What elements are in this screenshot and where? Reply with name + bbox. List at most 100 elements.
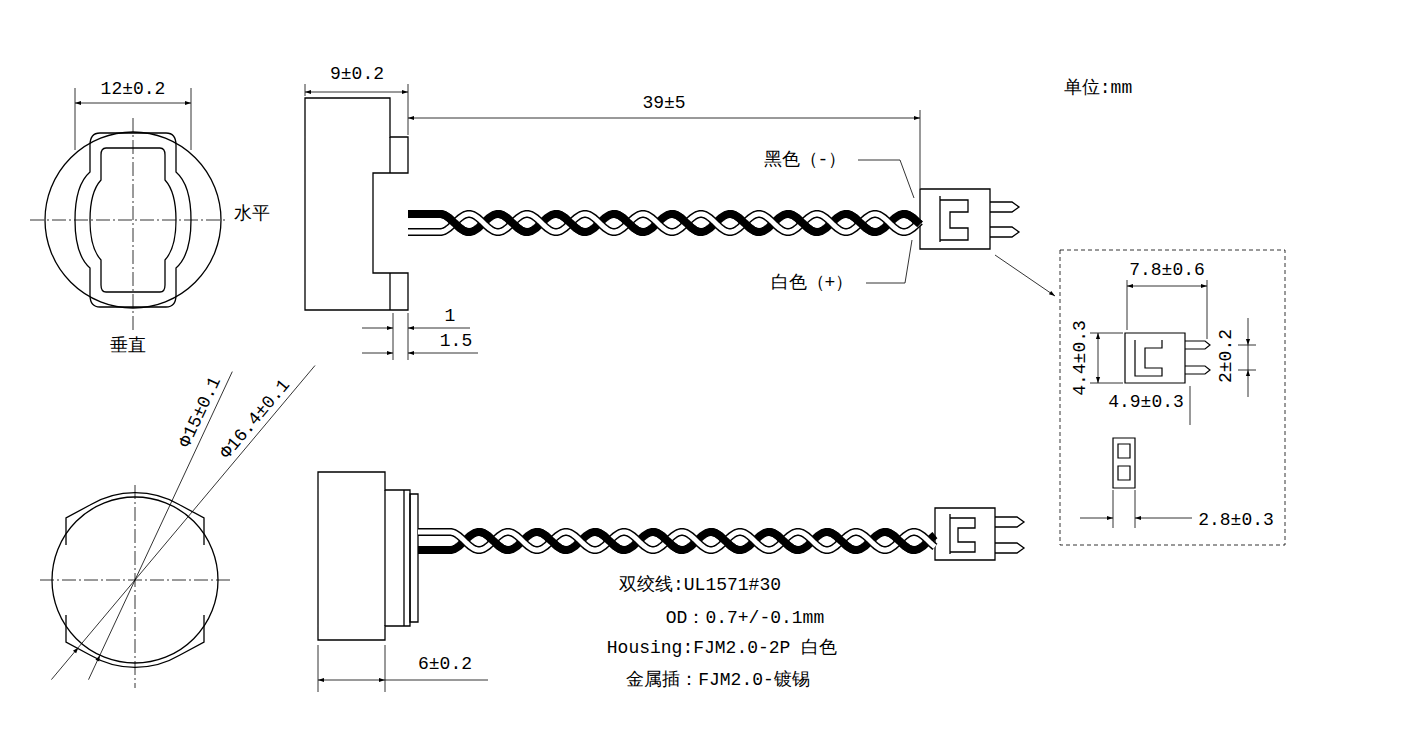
front-view-bottom [66,493,204,545]
white-wire [408,214,920,232]
dimension-line [1238,345,1256,346]
buzzer-side-view [403,490,404,626]
dimension-line [1080,518,1113,519]
front-view-bottom [66,615,204,667]
dimension-line [1098,333,1099,383]
detail-frame [1060,250,1285,545]
dimension-label: 黑色（-） [764,150,847,170]
diameter-leader [51,647,78,679]
dimension-line [362,328,393,329]
black-wire [730,214,759,232]
connector-detail [1135,340,1162,376]
connector-detail [1118,466,1130,480]
spec-note: 双绞线:UL1571#30 [619,575,781,595]
dimension-label: 4.9±0.3 [1108,392,1184,412]
black-wire [556,214,585,232]
leader-line [995,255,1055,296]
diameter-leader [78,366,315,648]
dimension-line [318,645,319,692]
dimension-label: 垂直 [110,336,146,356]
wire-connector [950,514,975,554]
dimension-line [1090,383,1123,384]
dimension-label: 6±0.2 [418,654,472,674]
dimension-line [75,84,920,692]
dimension-line [920,110,921,188]
dimension-label: 1 [445,306,456,326]
black-wire [595,532,624,550]
black-wire [408,214,920,232]
wire-connector [920,189,1019,249]
black-wire [440,214,469,232]
dimension-line [305,92,408,93]
dimension-label: 1.5 [440,331,472,351]
center-line [30,220,226,221]
buzzer-side-view [305,98,408,310]
dimension-label: Φ15±0.1 [175,374,225,451]
dimension-line [191,88,192,150]
white-wire [418,532,935,550]
dimension-line [1190,386,1191,425]
connector-detail [1113,438,1135,488]
dimension-label: 4.4±0.3 [1070,320,1090,396]
dimension-label: 白色（+） [771,273,854,293]
dimension-line [1127,280,1128,330]
black-wire [498,214,527,232]
black-wire [479,532,508,550]
black-wire [846,214,875,232]
dimension-line [318,680,385,681]
center-line [135,485,136,688]
dimension-line [385,680,488,681]
wire-connector [995,517,1024,553]
black-wire [537,532,566,550]
spec-note: Housing:FJM2.0-2P 白色 [607,638,837,658]
center-line [30,118,230,688]
buzzer-side-view [389,137,390,173]
leader-line [866,240,912,283]
black-wire [885,532,914,550]
wire-connector [920,189,990,249]
buzzer-side-view [318,472,418,640]
white-wire-outline [408,214,920,232]
buzzer-side-view [410,494,418,622]
dimension-label: 2±0.2 [1216,329,1236,383]
dimension-line [1090,333,1123,334]
dimension-label: 水平 [234,204,270,224]
black-wire [788,214,817,232]
leader-line [858,160,914,198]
black-wire [711,532,740,550]
unit-note: 单位:mm [1064,78,1132,98]
dimension-line [408,353,478,354]
dimension-label: 12±0.2 [101,79,166,99]
black-wire [614,214,643,232]
black-wire [769,532,798,550]
buzzer-side-view [384,490,385,626]
dimension-label: 7.8±0.6 [1129,260,1205,280]
spec-note: OD：0.7+/-0.1mm [666,608,824,628]
dimension-line [385,645,386,692]
connector-detail [1118,444,1130,458]
dimension-line [1080,280,1256,528]
dimension-label: 39±5 [642,93,685,113]
drawing-art [30,84,1285,692]
dimension-line [1135,518,1192,519]
connector-detail [1125,333,1185,383]
buzzer-side-view [318,472,410,640]
dimension-line [305,84,306,96]
dimension-line [362,353,393,354]
twisted-pair-wire [408,214,935,550]
spec-note: 金属插：FJM2.0-镀锡 [626,670,810,690]
dimension-line [1127,286,1207,287]
detail-frame [1060,250,1285,545]
dimension-line [1248,318,1249,345]
black-wire [653,532,682,550]
black-wire [672,214,701,232]
black-wire [904,214,920,224]
dimension-label: Φ16.4±0.1 [216,375,294,462]
dimension-line [1248,370,1249,397]
dimension-label: 2.8±0.3 [1198,510,1274,530]
dimension-label: 9±0.2 [330,64,384,84]
buzzer-side-view [305,98,408,310]
dimension-line [1113,490,1114,528]
